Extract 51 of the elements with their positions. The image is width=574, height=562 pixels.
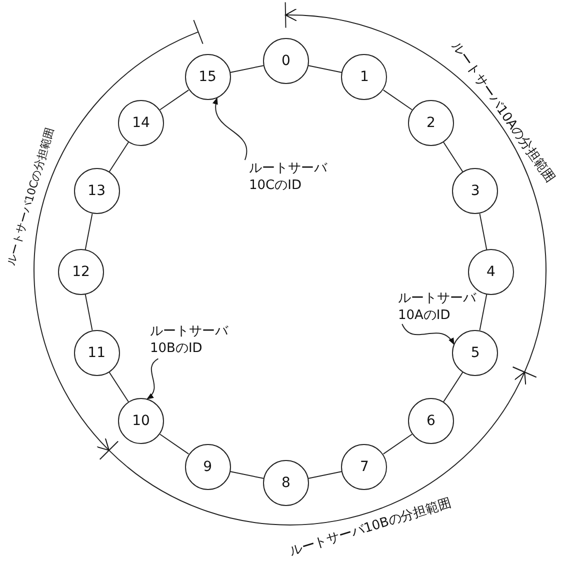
ring-line — [442, 372, 464, 402]
id-node-circle — [118, 100, 164, 146]
node-number: 11 — [88, 344, 106, 361]
ring-line — [230, 471, 264, 479]
leader-arrow — [402, 324, 454, 345]
id-callout-text: ルートサーバ10AのID — [398, 290, 480, 324]
node-number: 2 — [426, 114, 436, 131]
ring-line — [479, 213, 488, 250]
id-node-circle — [58, 249, 104, 295]
ring-line — [382, 90, 412, 110]
ring-line — [308, 471, 342, 479]
id-node-circle — [341, 54, 388, 100]
ring-line — [84, 294, 93, 331]
node-number: 7 — [360, 458, 369, 475]
ring-line — [108, 142, 130, 172]
leader-arrow — [213, 97, 248, 160]
node-number: 8 — [282, 475, 290, 491]
ring-line — [84, 213, 93, 250]
ring-line — [160, 434, 190, 454]
id-node-circle — [263, 38, 309, 84]
id-node-circle — [184, 444, 231, 490]
range-label: ルートサーバ10Cの分担範囲 — [2, 125, 57, 267]
node-number: 0 — [282, 53, 290, 69]
node-number: 1 — [360, 69, 369, 86]
id-callout-text: ルートサーバ10CのID — [249, 160, 331, 194]
id-node-circle — [408, 398, 454, 444]
ring-line — [308, 65, 342, 73]
node-number: 13 — [88, 183, 106, 200]
node-number: 5 — [470, 344, 480, 361]
ring-line — [479, 294, 488, 331]
ring-line — [160, 90, 190, 110]
node-number: 3 — [470, 183, 480, 200]
node-number: 10 — [132, 413, 150, 430]
id-node-circle — [184, 54, 231, 100]
id-node-circle — [341, 444, 388, 490]
node-number: 4 — [486, 264, 496, 280]
ring-line — [442, 142, 464, 172]
ring-line — [382, 434, 412, 454]
node-number: 6 — [426, 413, 436, 430]
id-callout-text: ルートサーバ10BのID — [150, 323, 232, 357]
id-node-circle — [118, 398, 164, 444]
ring-line — [230, 65, 264, 73]
leader-arrow — [146, 358, 159, 400]
node-number: 15 — [198, 69, 216, 86]
id-node-circle — [408, 100, 454, 146]
range-label: ルートサーバ10Bの分担範囲 — [287, 494, 454, 560]
node-number: 9 — [203, 458, 212, 475]
id-node-circle — [263, 460, 309, 506]
node-number: 12 — [72, 264, 90, 280]
node-number: 14 — [132, 114, 150, 131]
ring-line — [108, 372, 130, 402]
